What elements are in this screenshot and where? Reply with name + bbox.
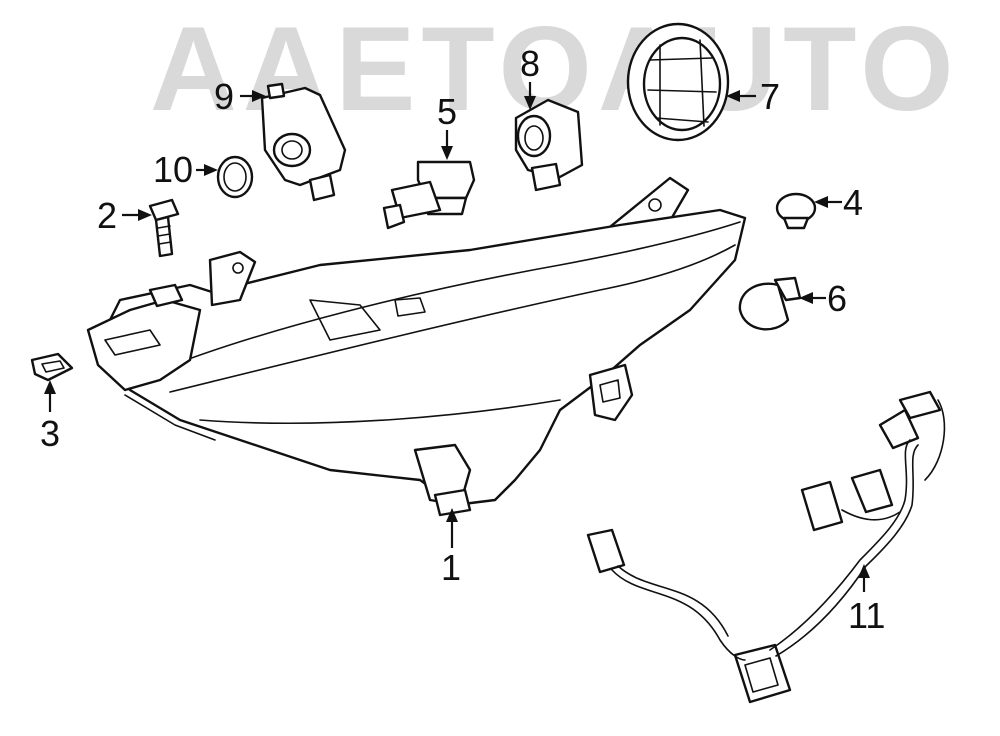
callout-1: 1 — [441, 547, 461, 588]
wire-harness[interactable] — [586, 390, 946, 704]
side-marker-bulb[interactable] — [738, 276, 802, 331]
callout-10: 10 — [153, 149, 193, 190]
clip[interactable] — [30, 352, 74, 382]
callout-5: 5 — [437, 91, 457, 132]
callout-2: 2 — [97, 195, 117, 236]
callout-8: 8 — [520, 43, 540, 84]
cap[interactable] — [775, 192, 817, 230]
bolt[interactable] — [148, 198, 180, 258]
headlamp-assembly[interactable] — [86, 176, 747, 517]
headlight-bulb[interactable] — [382, 160, 476, 230]
control-module[interactable] — [260, 82, 347, 202]
callout-9: 9 — [214, 76, 234, 117]
callout-7: 7 — [760, 76, 780, 117]
bulb-cover-ring[interactable] — [626, 22, 730, 142]
callout-6: 6 — [827, 278, 847, 319]
callout-4: 4 — [843, 182, 863, 223]
o-ring[interactable] — [216, 155, 254, 199]
callout-11: 11 — [848, 595, 885, 636]
socket[interactable] — [514, 98, 584, 192]
callout-3: 3 — [40, 413, 60, 454]
